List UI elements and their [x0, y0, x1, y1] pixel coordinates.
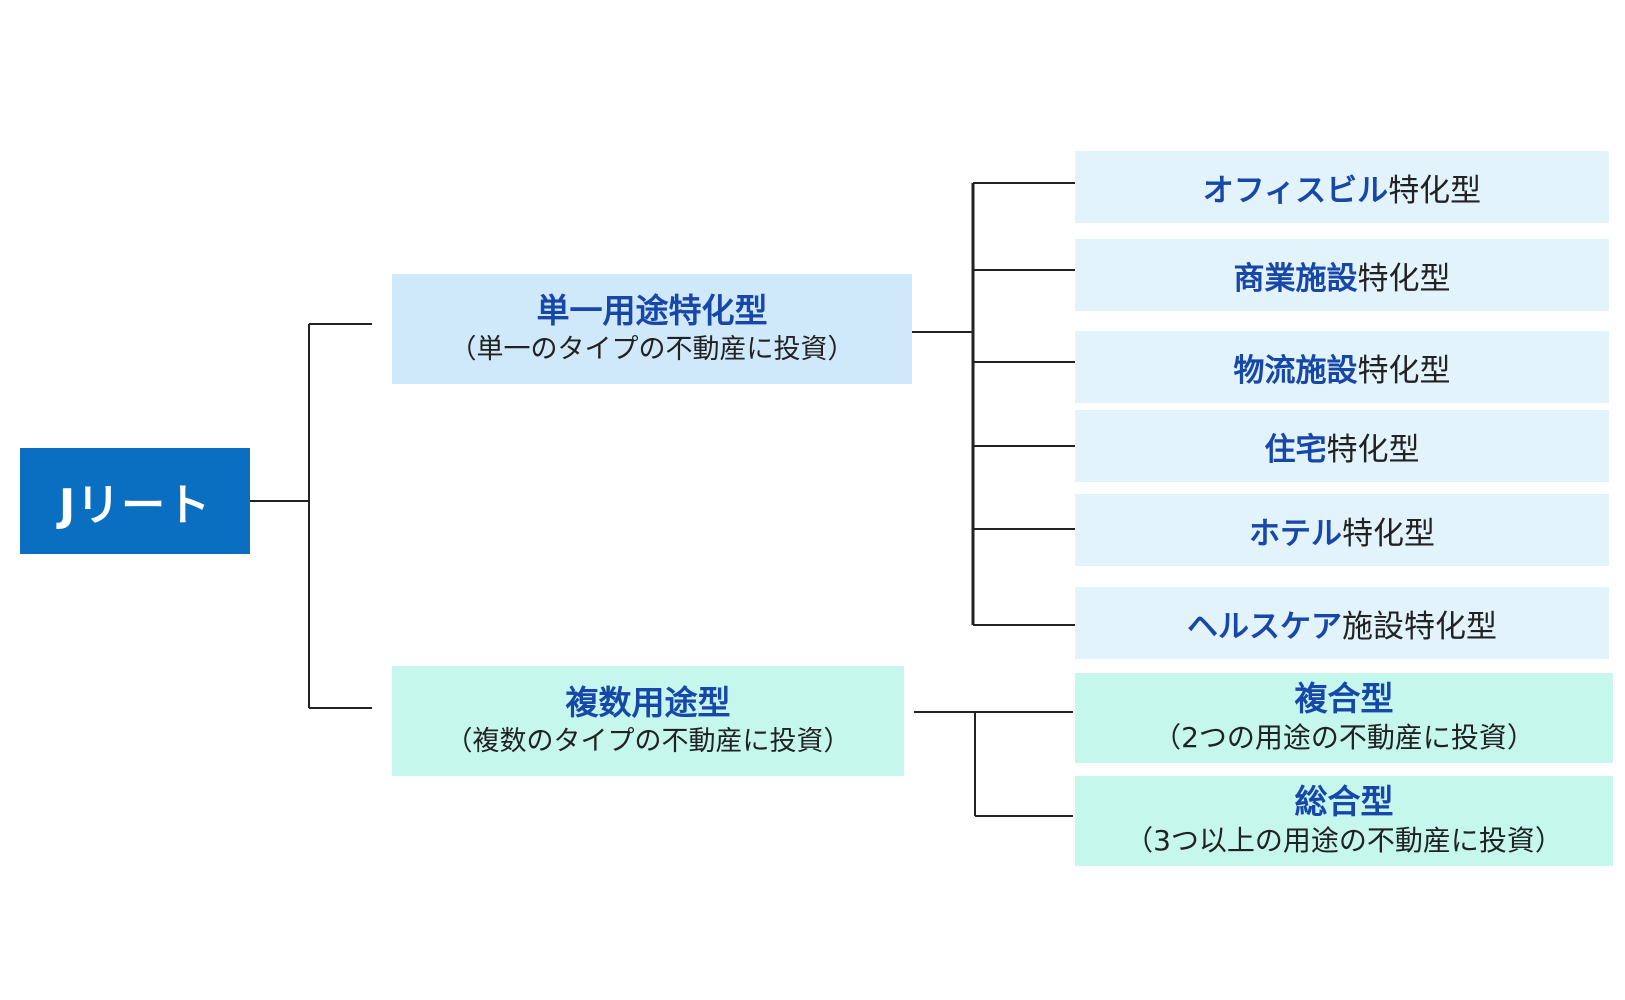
leaf-retail: 商業施設特化型	[1075, 239, 1609, 311]
single-use-title: 単一用途特化型	[536, 291, 768, 330]
leaf-comprehensive: 総合型 （3つ以上の用途の不動産に投資）	[1075, 776, 1613, 866]
leaf-office: オフィスビル特化型	[1075, 151, 1609, 223]
leaf-hotel-normal: 特化型	[1342, 515, 1435, 552]
leaf-retail-normal: 特化型	[1357, 260, 1451, 297]
root-label: Jリート	[58, 480, 212, 531]
leaf-comprehensive-subtitle: （3つ以上の用途の不動産に投資）	[1125, 824, 1563, 857]
leaf-office-normal: 特化型	[1388, 172, 1482, 209]
single-use-subtitle: （単一のタイプの不動産に投資）	[449, 334, 855, 365]
leaf-comprehensive-title: 総合型	[1294, 782, 1394, 821]
leaf-logistics-normal: 特化型	[1357, 352, 1451, 389]
leaf-healthcare-bold: ヘルスケア	[1187, 608, 1342, 645]
leaf-residential-normal: 特化型	[1326, 431, 1420, 468]
multi-use-subtitle: （複数のタイプの不動産に投資）	[445, 726, 851, 757]
multi-use-node: 複数用途型 （複数のタイプの不動産に投資）	[392, 666, 904, 776]
leaf-healthcare: ヘルスケア施設特化型	[1075, 587, 1609, 659]
leaf-residential: 住宅特化型	[1075, 410, 1609, 482]
leaf-diversified: 複合型 （2つの用途の不動産に投資）	[1075, 673, 1613, 763]
multi-use-title: 複数用途型	[565, 683, 731, 722]
leaf-hotel: ホテル特化型	[1075, 494, 1609, 566]
single-use-node: 単一用途特化型 （単一のタイプの不動産に投資）	[392, 274, 912, 384]
leaf-logistics-bold: 物流施設	[1233, 352, 1358, 389]
root-node-jreit: Jリート	[20, 448, 250, 554]
leaf-hotel-bold: ホテル	[1249, 515, 1342, 552]
leaf-office-bold: オフィスビル	[1202, 172, 1389, 209]
leaf-diversified-title: 複合型	[1294, 679, 1394, 718]
leaf-residential-bold: 住宅	[1264, 431, 1327, 468]
leaf-logistics: 物流施設特化型	[1075, 331, 1609, 403]
leaf-retail-bold: 商業施設	[1233, 260, 1358, 297]
leaf-diversified-subtitle: （2つの用途の不動産に投資）	[1153, 721, 1535, 754]
leaf-healthcare-normal: 施設特化型	[1342, 608, 1497, 645]
